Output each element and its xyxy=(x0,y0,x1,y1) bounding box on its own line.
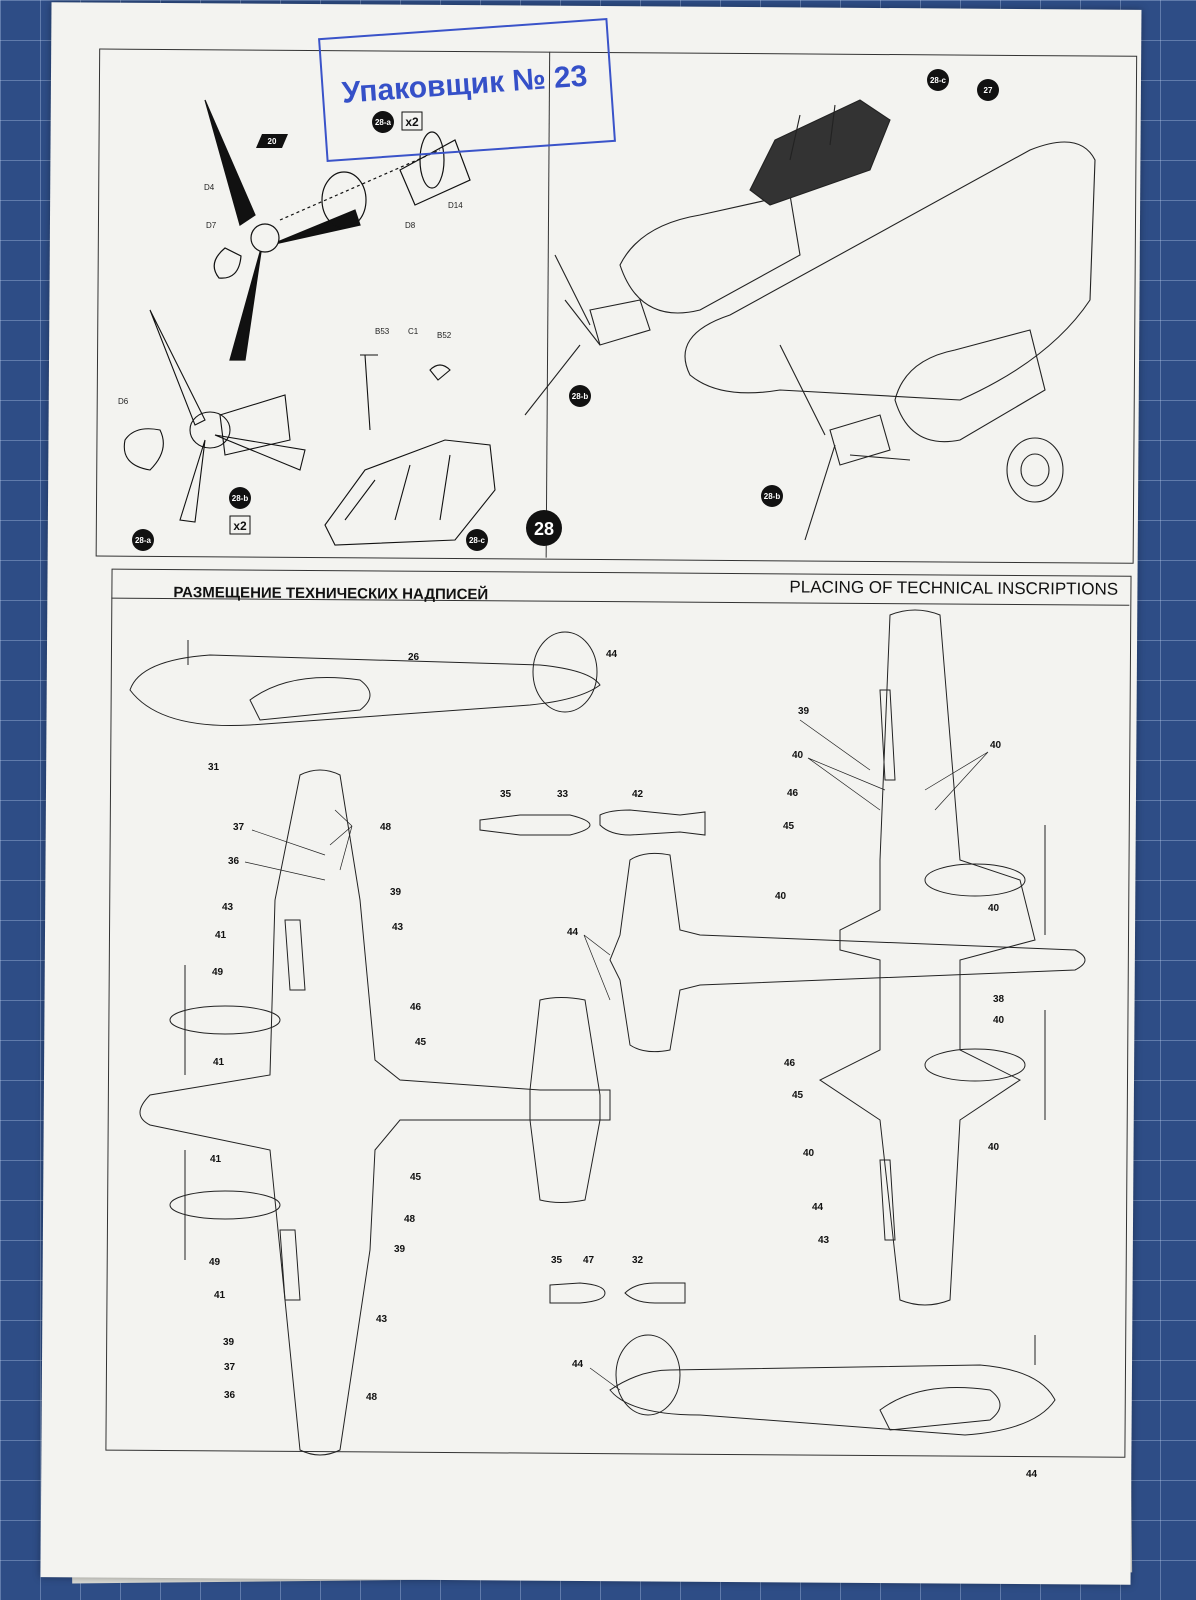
callout-40-d: 40 xyxy=(988,903,1000,914)
side-view-bottom xyxy=(609,1334,1056,1436)
callout-41-b: 41 xyxy=(213,1057,225,1068)
callout-40-a: 40 xyxy=(792,750,804,761)
top-view-aircraft xyxy=(819,609,1046,1306)
callout-39-c: 39 xyxy=(223,1337,235,1348)
callout-38: 38 xyxy=(993,994,1005,1005)
callout-46-a: 46 xyxy=(410,1002,422,1013)
callout-26: 26 xyxy=(408,652,420,663)
badge-28b-right-label: 28-b xyxy=(572,392,589,401)
callout-48-a: 48 xyxy=(380,822,392,833)
callout-45-b: 45 xyxy=(410,1172,422,1183)
badge-20: 20 xyxy=(256,134,288,148)
callout-39-right: 39 xyxy=(798,706,810,717)
callout-40-g: 40 xyxy=(988,1142,1000,1153)
callout-40-b: 40 xyxy=(990,740,1002,751)
callout-39-a: 39 xyxy=(390,887,402,898)
step-number: 28 xyxy=(534,519,554,539)
badge-28c-top-label: 28-c xyxy=(930,76,947,85)
badge-27: 27 xyxy=(977,79,999,101)
callout-37-b: 37 xyxy=(224,1362,236,1373)
badge-27-label: 27 xyxy=(984,86,993,95)
callout-31: 31 xyxy=(208,762,220,773)
badge-28a-top: 28-a x2 xyxy=(372,111,423,133)
packer-stamp-text: Упаковщик № 23 xyxy=(340,59,589,110)
callout-45-a: 45 xyxy=(415,1037,427,1048)
callout-44-tail: 44 xyxy=(567,927,579,938)
part-label-d8: D8 xyxy=(405,221,416,230)
aircraft-assembly-view xyxy=(524,99,1096,541)
leader-lines xyxy=(244,719,989,1391)
badge-28b-left: 28-b x2 xyxy=(229,487,251,535)
callout-44-side-top: 44 xyxy=(606,649,618,660)
callout-41-c: 41 xyxy=(210,1154,222,1165)
callout-45-right-b: 45 xyxy=(792,1090,804,1101)
badge-28b-lower: 28-b xyxy=(761,485,783,507)
callout-36-b: 36 xyxy=(224,1390,236,1401)
propeller-exploded-view xyxy=(204,99,471,361)
callout-35-a: 35 xyxy=(500,789,512,800)
callout-49-b: 49 xyxy=(209,1257,221,1268)
bottom-view-aircraft xyxy=(139,769,611,1456)
canopy-parts xyxy=(324,354,496,546)
badge-28b-label: 28-b xyxy=(232,494,249,503)
propeller-assembled xyxy=(123,309,306,523)
part-label-c1: C1 xyxy=(408,327,419,336)
badge-28c-canopy: 28-c xyxy=(466,529,488,551)
bomb-drawings xyxy=(479,809,706,1304)
badge-28c-label: 28-c xyxy=(469,536,486,545)
callout-33: 33 xyxy=(557,789,569,800)
step-number-badge: 28 xyxy=(526,510,562,546)
callout-37-a: 37 xyxy=(233,822,245,833)
badge-28a-left-label: 28-a xyxy=(135,536,152,545)
callout-48-b: 48 xyxy=(404,1214,416,1225)
callout-43-c: 43 xyxy=(376,1314,388,1325)
callout-39-b: 39 xyxy=(394,1244,406,1255)
badge-28a-label: 28-a xyxy=(375,118,392,127)
badge-28b-lower-label: 28-b xyxy=(764,492,781,501)
callout-43-a: 43 xyxy=(222,902,234,913)
badge-28b-qty: x2 xyxy=(233,519,247,533)
callout-42: 42 xyxy=(632,789,644,800)
side-view-top xyxy=(129,631,601,727)
callout-43-right: 43 xyxy=(818,1235,830,1246)
part-label-b52: B52 xyxy=(437,331,452,340)
callout-48-c: 48 xyxy=(366,1392,378,1403)
part-label-d14: D14 xyxy=(448,201,463,210)
callout-44-side-bottom-b: 44 xyxy=(1026,1469,1038,1480)
callout-47: 47 xyxy=(583,1255,595,1266)
callout-45-right-a: 45 xyxy=(783,821,795,832)
callout-46-right-a: 46 xyxy=(787,788,799,799)
callout-40-f: 40 xyxy=(803,1148,815,1159)
part-label-d4: D4 xyxy=(204,183,215,192)
badge-28b-right: 28-b xyxy=(569,385,591,407)
callout-41-d: 41 xyxy=(214,1290,226,1301)
part-label-b53: B53 xyxy=(375,327,390,336)
callout-35-b: 35 xyxy=(551,1255,563,1266)
badge-28a-left: 28-a xyxy=(132,529,154,551)
callout-32: 32 xyxy=(632,1255,644,1266)
callout-49-a: 49 xyxy=(212,967,224,978)
callout-40-e: 40 xyxy=(993,1015,1005,1026)
callout-43-b: 43 xyxy=(392,922,404,933)
badge-28c-top: 28-c xyxy=(927,69,949,91)
badge-20-label: 20 xyxy=(268,137,277,146)
badge-28a-qty: x2 xyxy=(405,115,419,129)
callout-36-a: 36 xyxy=(228,856,240,867)
callout-40-c: 40 xyxy=(775,891,787,902)
part-label-d6: D6 xyxy=(118,397,129,406)
callout-44-right: 44 xyxy=(812,1202,824,1213)
callout-44-side-bottom-a: 44 xyxy=(572,1359,584,1370)
part-label-d7: D7 xyxy=(206,221,217,230)
callout-46-right-b: 46 xyxy=(784,1058,796,1069)
callout-41-a: 41 xyxy=(215,930,227,941)
tail-top-view xyxy=(609,852,1086,1053)
packer-stamp: Упаковщик № 23 xyxy=(318,18,616,162)
